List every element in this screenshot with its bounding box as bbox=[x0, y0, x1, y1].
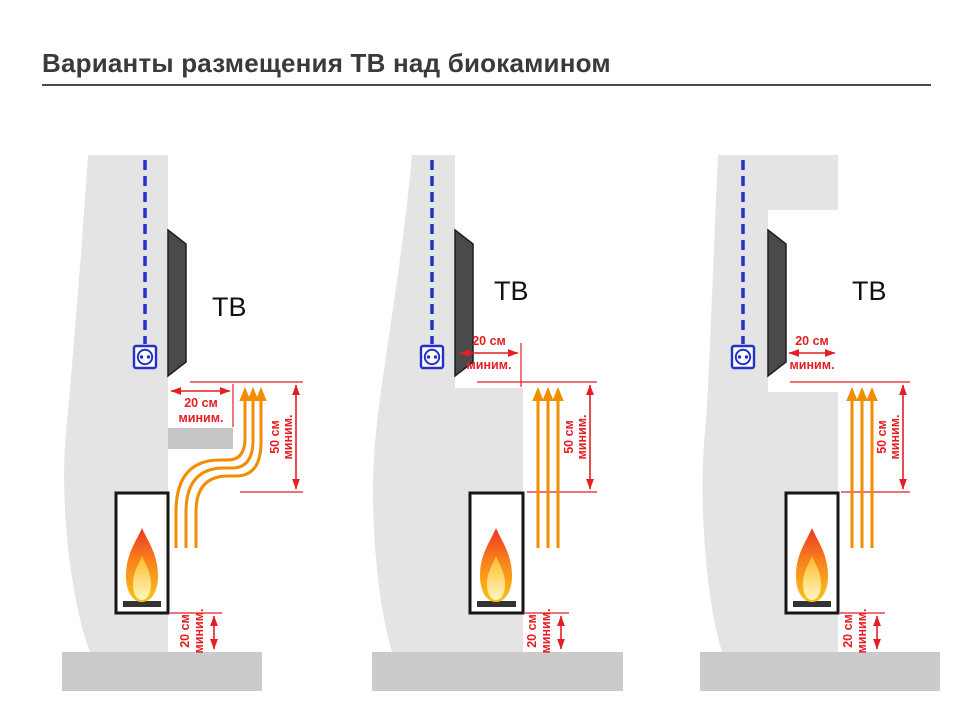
heat-flow-arrows bbox=[174, 387, 267, 548]
dim-heat-clearance: 50 см миним. bbox=[190, 381, 303, 493]
dim-qualifier: миним. bbox=[281, 415, 295, 460]
dim-value: 20 см bbox=[178, 614, 192, 648]
power-socket-icon bbox=[730, 344, 756, 370]
socket-pin bbox=[146, 355, 151, 359]
power-socket-icon bbox=[132, 344, 158, 370]
flame-inner-icon bbox=[133, 556, 151, 600]
heat-flow-arrows bbox=[532, 387, 564, 548]
burner bbox=[477, 601, 516, 607]
biofireplace bbox=[784, 491, 840, 615]
dim-value: 50 см bbox=[562, 420, 576, 454]
dim-tv-clearance: 20 см миним. bbox=[170, 384, 234, 427]
dim-value: 20 см bbox=[525, 614, 539, 648]
dim-qualifier: миним. bbox=[539, 609, 553, 654]
tv-label: ТВ bbox=[212, 292, 247, 322]
dim-heat-clearance: 50 см миним. bbox=[790, 381, 910, 493]
socket-pin bbox=[744, 355, 749, 359]
socket-ring bbox=[734, 348, 752, 366]
heat-arrow-icon bbox=[194, 387, 267, 548]
socket-ring bbox=[136, 348, 154, 366]
dim-value: 20 см bbox=[795, 334, 829, 348]
dim-value: 50 см bbox=[875, 420, 889, 454]
dim-value: 50 см bbox=[268, 420, 282, 454]
page-title: Варианты размещения ТВ над биокамином bbox=[42, 48, 611, 78]
socket-pin bbox=[737, 355, 742, 359]
dim-qualifier: миним. bbox=[888, 415, 902, 460]
dim-tv-clearance: 20 см миним. bbox=[788, 334, 836, 372]
tv-side-profile bbox=[454, 228, 474, 378]
floor bbox=[62, 652, 262, 691]
flame-inner-icon bbox=[487, 556, 505, 600]
dim-qualifier: миним. bbox=[575, 415, 589, 460]
dim-value: 20 см bbox=[184, 396, 218, 410]
socket-pin bbox=[139, 355, 144, 359]
variant-1-shelf: ТВ 20 см миним. 50 см миним. bbox=[62, 155, 303, 691]
burner bbox=[123, 601, 161, 607]
dim-floor-clearance: 20 см миним. bbox=[840, 609, 885, 654]
deflector-shelf bbox=[168, 428, 233, 449]
dim-qualifier: миним. bbox=[790, 358, 835, 372]
socket-pin bbox=[433, 355, 438, 359]
tv-label: ТВ bbox=[494, 276, 529, 306]
socket-ring bbox=[423, 348, 441, 366]
dim-qualifier: миним. bbox=[467, 358, 512, 372]
variant-3-niche: ТВ 20 см миним. 50 см миним. bbox=[700, 155, 940, 691]
dim-value: 20 см bbox=[841, 614, 855, 648]
socket-pin bbox=[426, 355, 431, 359]
heat-arrow-icon bbox=[184, 387, 259, 548]
dim-qualifier: миним. bbox=[855, 609, 869, 654]
dim-floor-clearance: 20 см миним. bbox=[170, 609, 222, 654]
dim-value: 20 см bbox=[472, 334, 506, 348]
dim-qualifier: миним. bbox=[179, 411, 224, 425]
dim-heat-clearance: 50 см миним. bbox=[477, 381, 597, 493]
floor bbox=[700, 652, 940, 691]
tv-label: ТВ bbox=[852, 276, 887, 306]
heat-flow-arrows bbox=[846, 387, 878, 548]
dim-floor-clearance: 20 см миним. bbox=[525, 609, 569, 654]
tv-side-profile bbox=[167, 228, 187, 378]
burner bbox=[793, 601, 831, 607]
tv-side-profile bbox=[767, 228, 787, 378]
flame-inner-icon bbox=[803, 556, 821, 600]
dim-tv-clearance: 20 см миним. bbox=[459, 334, 522, 387]
floor bbox=[372, 652, 623, 691]
power-socket-icon bbox=[419, 344, 445, 370]
heat-arrow-icon bbox=[174, 387, 251, 548]
biofireplace bbox=[114, 491, 170, 615]
title-underline bbox=[42, 84, 931, 86]
dim-qualifier: миним. bbox=[192, 609, 206, 654]
biofireplace bbox=[468, 491, 525, 615]
variant-2-step: ТВ 20 см миним. 50 см миним. bbox=[372, 155, 623, 691]
